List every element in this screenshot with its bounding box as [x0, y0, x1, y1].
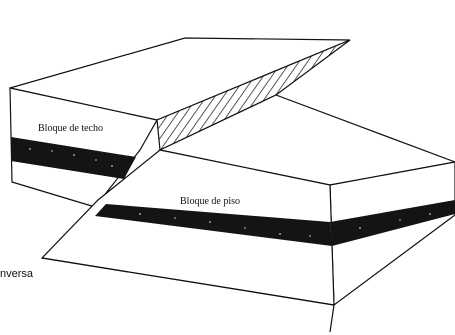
hanging-wall-dark-layer — [11, 137, 136, 179]
hanging-wall-layer-speckles — [29, 148, 113, 167]
caption-fragment: nversa — [0, 268, 34, 280]
hanging-wall-block — [9, 37, 351, 208]
footwall-layer-speckles — [139, 213, 431, 237]
footwall-label: Bloque de piso — [180, 196, 240, 207]
footwall-dark-layer-front — [95, 204, 332, 246]
hanging-wall-front-face — [9, 87, 158, 208]
footwall-lower-edge — [41, 257, 335, 333]
footwall-block — [40, 94, 455, 333]
footwall-dark-layer-right — [330, 200, 455, 246]
hanging-wall-label: Bloque de techo — [38, 123, 103, 134]
